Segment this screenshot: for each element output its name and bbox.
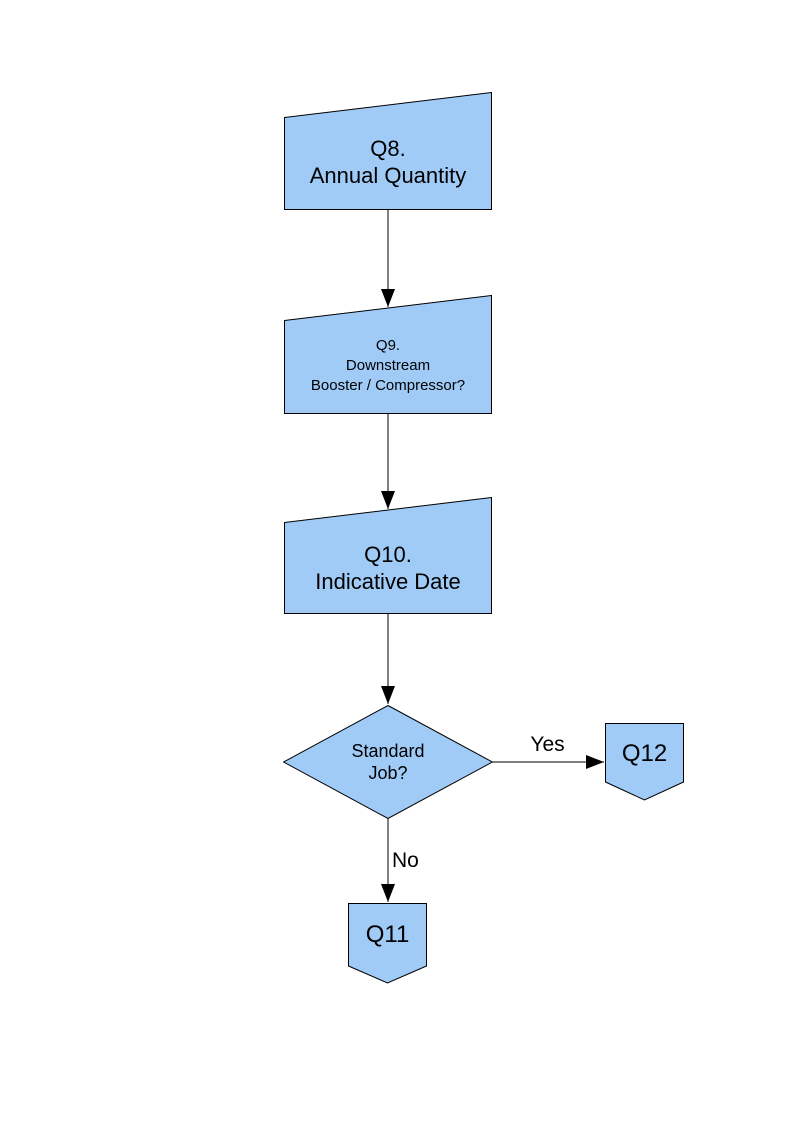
decision-diamond-shape xyxy=(283,705,493,819)
node-q8: Q8. Annual Quantity xyxy=(284,92,492,210)
node-q10-line-1: Q10. xyxy=(364,541,412,567)
node-q9-line-3: Booster / Compressor? xyxy=(310,376,466,394)
node-standard-job-decision: Standard Job? xyxy=(283,705,493,819)
manual-input-shape xyxy=(284,295,492,414)
node-q9-label: Q9. Downstream Booster / Compressor? xyxy=(284,295,492,414)
node-q11: Q11 xyxy=(348,903,427,984)
node-q8-label: Q8. Annual Quantity xyxy=(284,92,492,210)
off-page-connector-shape xyxy=(348,903,427,984)
edge-label-no: No xyxy=(392,849,419,872)
node-standard-job-line-1: Standard xyxy=(351,741,425,761)
node-q10-line-2: Indicative Date xyxy=(315,568,461,594)
node-q9-line-2: Downstream xyxy=(345,356,431,374)
node-q9-line-1: Q9. xyxy=(375,336,401,354)
node-q8-line-1: Q8. xyxy=(370,136,406,161)
node-standard-job-line-2: Job? xyxy=(368,763,408,783)
off-page-connector-shape xyxy=(605,723,684,801)
node-q12-label: Q12 xyxy=(605,723,684,801)
node-standard-job-label: Standard Job? xyxy=(283,705,493,819)
node-q12: Q12 xyxy=(605,723,684,801)
node-q11-line-1: Q11 xyxy=(365,921,410,948)
manual-input-shape xyxy=(284,497,492,614)
node-q8-line-2: Annual Quantity xyxy=(309,163,467,188)
node-q12-line-1: Q12 xyxy=(621,740,668,767)
node-q11-label: Q11 xyxy=(348,903,427,984)
manual-input-shape xyxy=(284,92,492,210)
node-q10-label: Q10. Indicative Date xyxy=(284,497,492,614)
node-q10: Q10. Indicative Date xyxy=(284,497,492,614)
edge-label-yes: Yes xyxy=(530,733,565,756)
node-q9: Q9. Downstream Booster / Compressor? xyxy=(284,295,492,414)
